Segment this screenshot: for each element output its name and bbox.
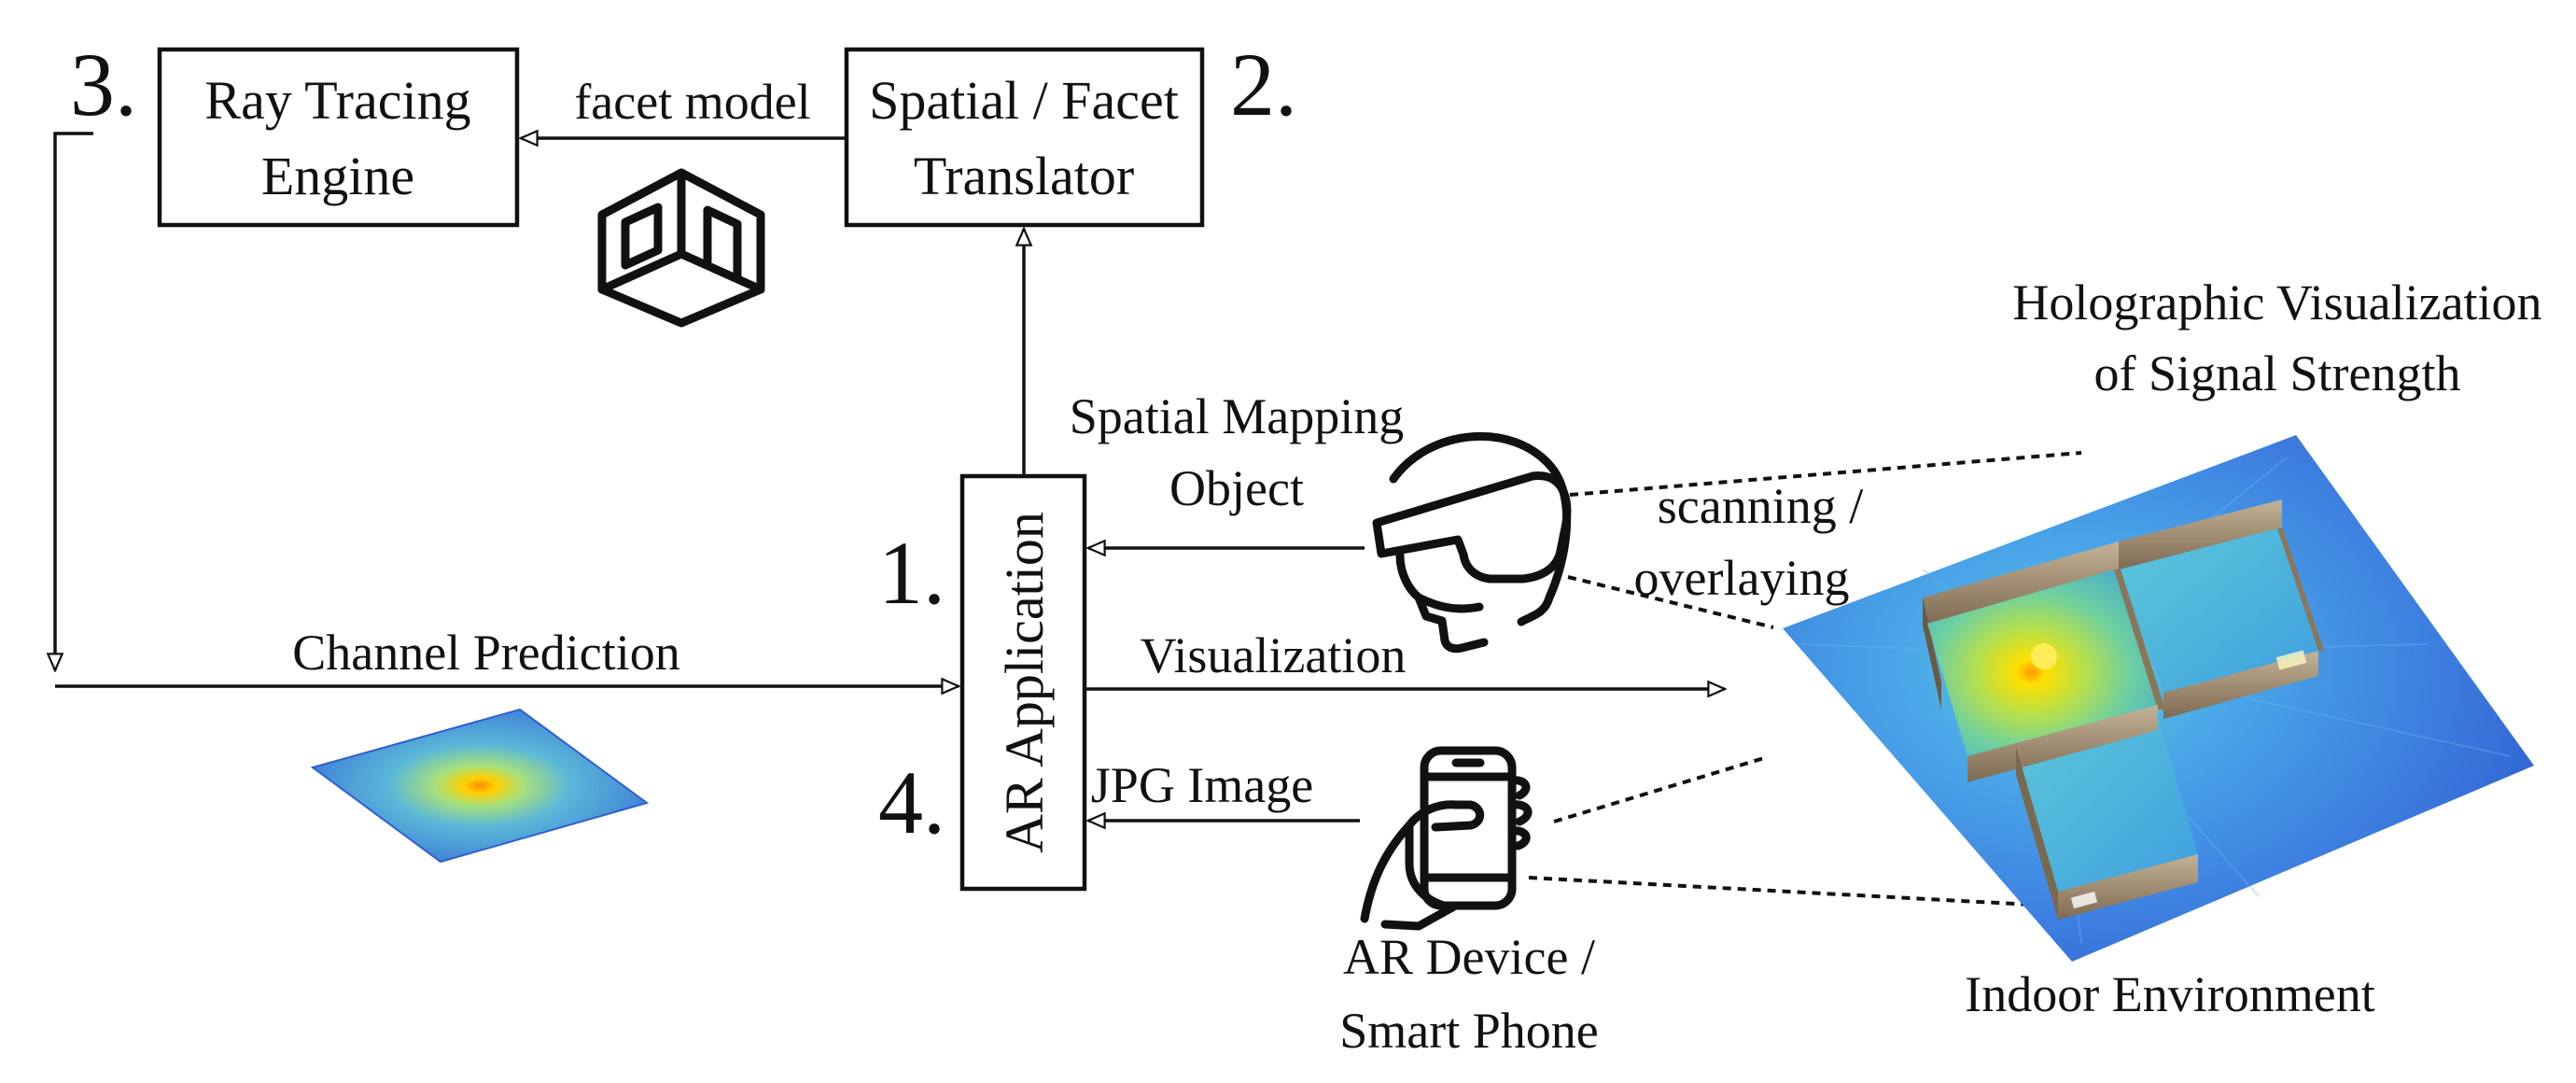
ray-tracing-line1: Ray Tracing <box>204 70 470 131</box>
step-number-4: 4. <box>878 752 945 852</box>
translator-line1: Spatial / Facet <box>869 70 1179 131</box>
headset-dash-top <box>1569 451 2082 497</box>
phone-dash-top <box>1553 756 1765 823</box>
ar-headset-icon <box>1372 431 1572 654</box>
indoor-environment-label: Indoor Environment <box>1965 966 2374 1022</box>
ar-application-label: AR Application <box>994 512 1055 853</box>
translator-box <box>844 47 1205 228</box>
spatial-mapping-line1: Spatial Mapping <box>1070 388 1404 444</box>
smartphone-hand-icon <box>1360 746 1533 931</box>
ray-tracing-box <box>157 47 520 228</box>
indoor-environment-visualization <box>1783 435 2534 962</box>
jpg-image-label: JPG Image <box>1091 757 1313 813</box>
step-number-3: 3. <box>70 35 137 134</box>
holographic-line2: of Signal Strength <box>2094 345 2461 401</box>
holographic-line1: Holographic Visualization <box>2012 274 2541 331</box>
scanning-line2: overlaying <box>1634 550 1850 606</box>
facet-model-label: facet model <box>574 74 810 130</box>
visualization-label: Visualization <box>1141 627 1407 683</box>
channel-prediction-heatmap <box>310 708 650 864</box>
ray-tracing-output-line <box>55 132 93 670</box>
translator-node: Spatial / Facet Translator <box>844 47 1205 228</box>
step-number-2: 2. <box>1230 35 1297 134</box>
ar-device-line2: Smart Phone <box>1339 1003 1599 1059</box>
channel-prediction-label: Channel Prediction <box>292 625 679 681</box>
facet-cube-icon <box>597 168 765 328</box>
phone-dash-bottom <box>1528 876 2050 907</box>
ar-device-line1: AR Device / <box>1343 929 1595 985</box>
headset-dash-bottom <box>1567 575 1774 629</box>
scanning-line1: scanning / <box>1658 478 1863 534</box>
spatial-mapping-line2: Object <box>1169 460 1304 516</box>
ar-application-node: AR Application <box>959 473 1087 892</box>
step-number-1: 1. <box>878 523 945 623</box>
ray-tracing-line2: Engine <box>261 146 414 206</box>
ray-tracing-engine-node: Ray Tracing Engine <box>157 47 520 228</box>
translator-line2: Translator <box>914 146 1134 206</box>
